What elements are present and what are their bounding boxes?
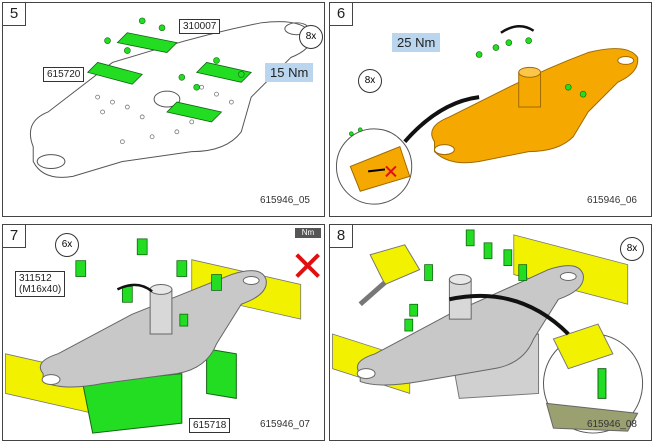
step-5-panel: 5 310007 6157 — [2, 2, 325, 217]
step-number: 5 — [3, 3, 26, 26]
quantity-badge: 8x — [620, 237, 644, 261]
step-6-illustration — [335, 25, 639, 205]
part-label: 615720 — [43, 67, 85, 82]
quantity-badge: 6x — [55, 233, 79, 257]
figure-code: 615946_06 — [586, 195, 637, 206]
part-label: 310007 — [179, 19, 221, 34]
step-5-illustration — [29, 17, 312, 178]
quantity-badge: 8x — [299, 25, 323, 49]
step-number: 6 — [330, 3, 353, 26]
step-8-illustration — [332, 229, 644, 434]
step-8-panel: 8 8x 6159 — [329, 224, 652, 441]
part-label: 615718 — [189, 418, 231, 433]
step-7-illustration — [5, 238, 320, 434]
figure-code: 615946_05 — [259, 195, 310, 206]
no-torque-icon: Nm — [295, 228, 321, 268]
step-6-panel: 6 25 Nm 8x 615946_06 — [329, 2, 652, 217]
quantity-badge: 8x — [358, 69, 382, 93]
figure-code: 615946_08 — [586, 419, 637, 430]
part-label: 311512 (M16x40) — [15, 271, 66, 297]
step-7-panel: 7 6x 311512 (M16x40) 615718 Nm — [2, 224, 325, 441]
step-number: 8 — [330, 225, 353, 248]
torque-value: 15 Nm — [265, 63, 314, 82]
torque-value: 25 Nm — [392, 33, 441, 52]
figure-code: 615946_07 — [259, 419, 310, 430]
step-number: 7 — [3, 225, 26, 248]
